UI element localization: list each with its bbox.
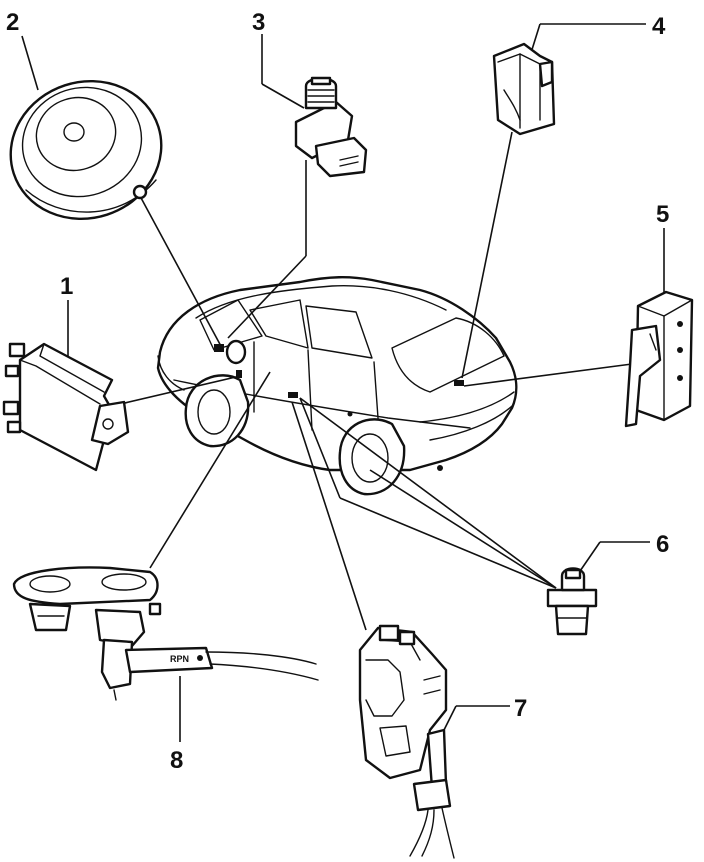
callout-1: 1: [60, 273, 73, 300]
part-3-switch: [294, 76, 368, 178]
part-7-door-lock-unit: [358, 624, 455, 859]
callout-numbers: 1 2 3 4 5 6 7 8: [6, 9, 669, 774]
part-1-control-unit: [2, 342, 130, 472]
callout-8: 8: [170, 747, 183, 774]
part-2-horn: [9, 79, 163, 221]
part-8-wiring-connector: RPN: [12, 566, 319, 701]
leader-lines: [21, 23, 665, 742]
callout-5: 5: [656, 201, 669, 228]
callout-4: 4: [652, 13, 666, 40]
callout-7: 7: [514, 695, 527, 722]
callout-2: 2: [6, 9, 19, 36]
part-5-lock-actuator: [624, 290, 694, 428]
callout-3: 3: [252, 9, 265, 36]
part-8-tag-label: RPN: [170, 654, 189, 664]
part-4-bracket: [492, 42, 556, 136]
part-6-contact-switch: [546, 567, 598, 636]
car-illustration: [156, 276, 518, 496]
callout-6: 6: [656, 531, 669, 558]
